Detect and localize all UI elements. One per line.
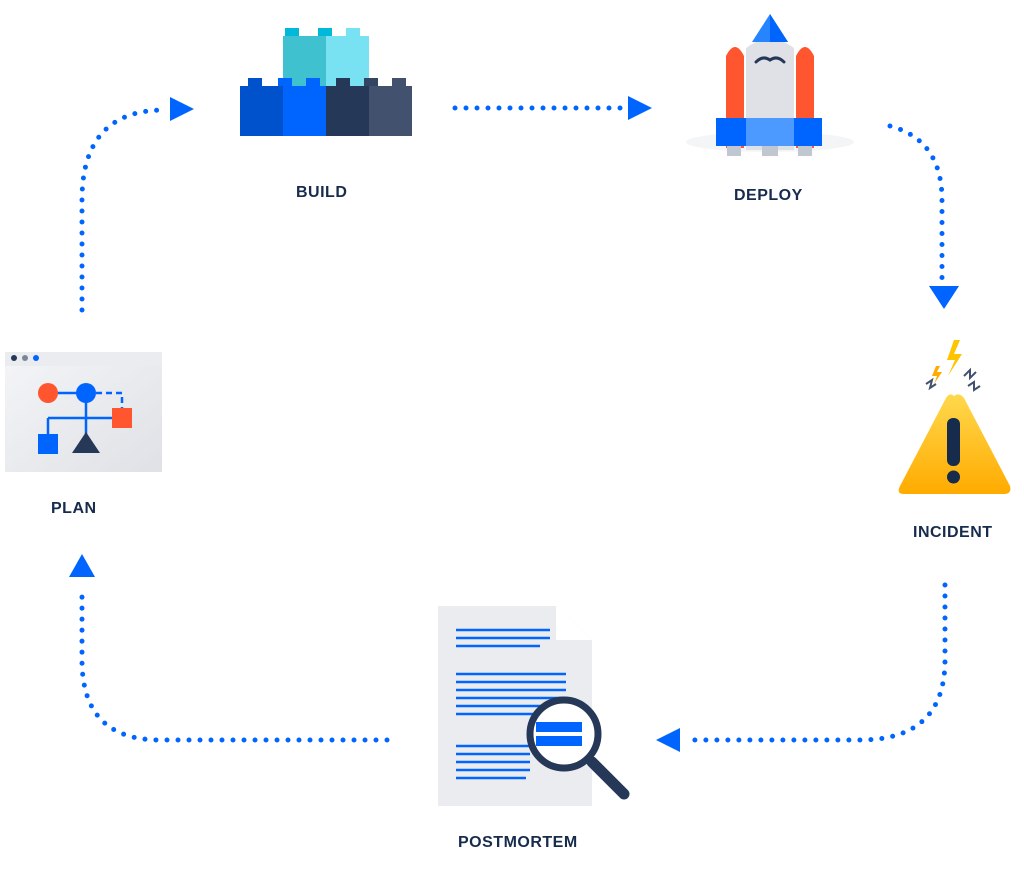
postmortem-label: POSTMORTEM (458, 834, 578, 851)
deploy-label: DEPLOY (734, 187, 803, 204)
connector-incident-to-postmortem (687, 582, 948, 743)
arrowhead-to-postmortem (656, 728, 680, 752)
build-icon (240, 28, 412, 136)
arrowhead-to-incident (929, 286, 959, 309)
arrowhead-to-deploy (628, 96, 652, 120)
arrowhead-to-plan (69, 554, 95, 577)
plan-icon (5, 352, 162, 472)
arrowhead-to-build (170, 97, 194, 121)
connector-plan-to-build (79, 107, 168, 313)
incident-icon (898, 340, 1011, 494)
build-label: BUILD (296, 184, 348, 201)
connector-deploy-to-incident (887, 123, 945, 285)
plan-label: PLAN (51, 500, 97, 517)
deploy-icon (686, 14, 854, 156)
incident-label: INCIDENT (913, 524, 993, 541)
postmortem-icon (438, 606, 630, 806)
connector-postmortem-to-plan (79, 585, 390, 743)
